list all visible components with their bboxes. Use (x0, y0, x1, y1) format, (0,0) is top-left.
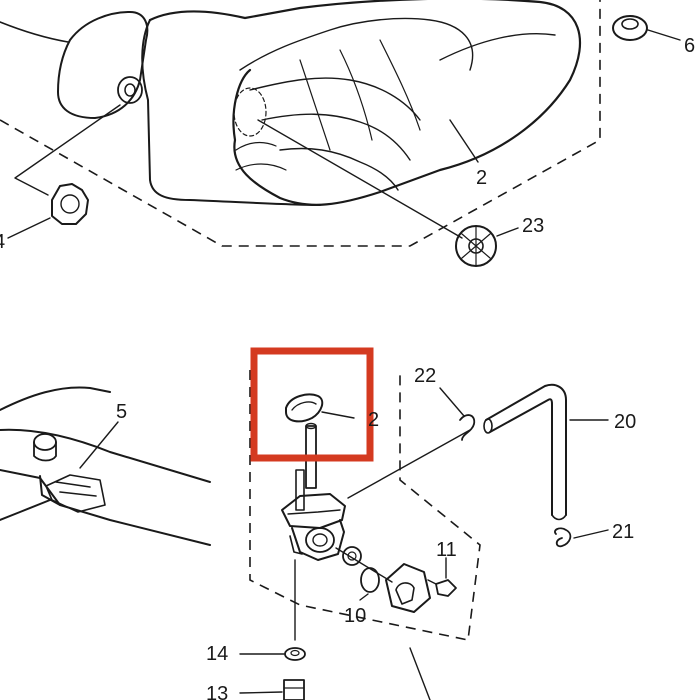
callout-6: 6 (684, 35, 695, 57)
leader-2-top (449, 119, 479, 163)
highlight-box (250, 347, 374, 462)
callout-22: 22 (414, 365, 436, 387)
frame-bracket-5 (0, 386, 211, 546)
callout-21: 21 (612, 521, 634, 543)
tank-front-bracket (0, 11, 149, 119)
washer-6 (612, 15, 681, 41)
fuel-cock-boundary (249, 370, 481, 641)
screw-13 (239, 679, 305, 700)
fuel-hose-20 (483, 383, 609, 521)
callout-11: 11 (436, 539, 457, 561)
callout-4: 4 (0, 231, 5, 253)
grommet-23 (257, 119, 519, 267)
fuel-tank (141, 0, 582, 206)
leader-lower (409, 647, 431, 700)
lever-parts-10 (342, 546, 437, 613)
screw-11 (435, 557, 457, 597)
clip-21 (554, 527, 609, 548)
callout-20: 20 (614, 411, 636, 433)
strainer-gasket-2 (285, 393, 355, 423)
callout-10: 10 (344, 605, 366, 627)
clip-22 (439, 387, 476, 441)
fuel-cock-body (281, 422, 471, 641)
callout-23: 23 (522, 215, 544, 237)
callout-14: 14 (206, 643, 228, 665)
cap-knob-4 (7, 104, 121, 239)
washer-14 (239, 647, 306, 661)
upper-assembly-boundary (0, 0, 601, 247)
callout-5: 5 (116, 401, 127, 423)
callout-13: 13 (206, 683, 228, 700)
callout-2-top: 2 (476, 167, 487, 189)
callout-2-strainer: 2 (368, 409, 379, 431)
